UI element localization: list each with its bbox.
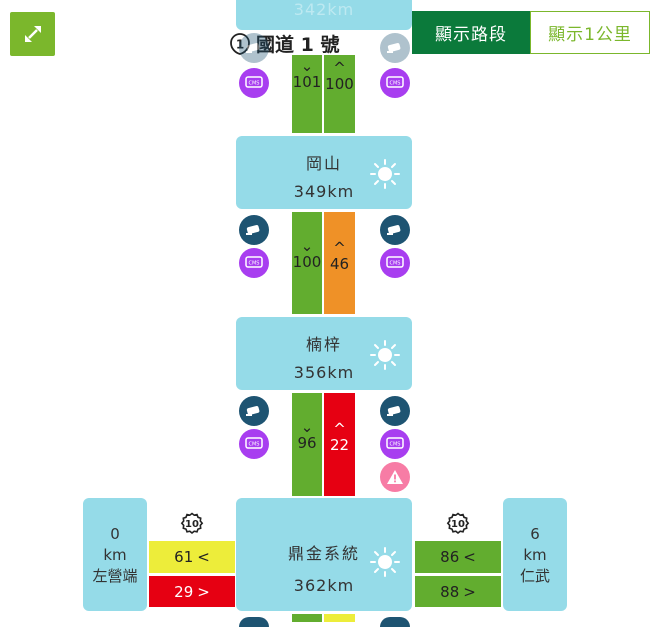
station-okayama[interactable]: 岡山 349km [236,136,412,209]
cms-sign-icon[interactable]: CMS [380,429,410,459]
camera-icon[interactable] [239,396,269,426]
route-10-shield-icon: 10 [180,512,204,540]
chevron-down-icon: ⌄ [300,418,314,436]
side-station-name: 左營端 [92,567,138,585]
speed-value: 86 [440,548,460,566]
cms-label: CMS [249,261,260,267]
arrow-left-icon: < [463,548,476,566]
speed-value: 88 [440,582,460,601]
station-nanzi[interactable]: 楠梓 356km [236,317,412,390]
expand-button[interactable] [10,12,55,56]
ramp-left-lower[interactable]: 29 > [149,576,235,607]
expand-icon [24,26,41,42]
station-km: 342km [293,0,355,19]
lane-southbound[interactable]: ⌄ 96 [292,393,322,496]
side-km-unit: km [523,546,547,564]
camera-icon[interactable] [380,215,410,245]
chevron-up-icon: ^ [333,239,346,257]
lane-northbound[interactable]: ^ 22 [324,393,355,496]
cms-label: CMS [249,81,260,87]
side-station-right[interactable]: 6 km 仁武 [503,498,567,611]
camera-icon[interactable] [380,396,410,426]
chevron-down-icon: ⌄ [300,57,314,75]
cms-label: CMS [390,442,401,448]
camera-icon[interactable] [380,33,410,63]
station-top[interactable]: 342km [236,0,412,30]
ramp-right-lower[interactable]: 88 > [415,576,501,607]
ramp-left-upper[interactable]: 61 < [149,541,235,573]
cms-sign-icon[interactable]: CMS [239,68,269,98]
speed-value: 46 [329,255,350,273]
speed-value: 96 [297,434,317,452]
camera-icon[interactable] [239,215,269,245]
route-10-shield-icon: 10 [446,512,470,540]
warning-icon[interactable] [380,462,410,492]
side-station-left[interactable]: 0 km 左營端 [83,498,147,611]
station-dingjin-junction[interactable]: 鼎金系統 362km [236,498,412,611]
side-km-value: 6 [530,525,540,543]
cms-sign-icon[interactable]: CMS [239,429,269,459]
chevron-up-icon: ^ [333,59,346,77]
chevron-down-icon: ⌄ [300,237,314,255]
station-km: 362km [293,576,355,595]
show-1km-button[interactable]: 顯示1公里 [530,11,650,54]
sun-icon [370,159,400,189]
lane-northbound[interactable]: ^ 100 [324,55,355,133]
camera-icon[interactable] [239,33,269,63]
speed-value: 100 [292,253,322,271]
speed-value: 100 [325,75,354,93]
cms-label: CMS [390,81,401,87]
lane-northbound[interactable]: ^ 46 [324,212,355,314]
cms-sign-icon[interactable]: CMS [239,248,269,278]
station-name: 鼎金系統 [287,544,360,563]
speed-value: 101 [292,73,322,91]
route-name: 國道 1 號 [256,34,340,56]
ramp-right-upper[interactable]: 86 < [415,541,501,573]
speed-value: 29 [174,582,194,601]
route-shield-icon: 1 [230,32,250,55]
cms-sign-icon[interactable]: CMS [380,248,410,278]
station-km: 356km [293,363,355,382]
speed-value: 61 [174,548,194,566]
cms-label: CMS [249,442,260,448]
station-km: 349km [293,182,355,201]
arrow-right-icon: > [463,582,476,601]
camera-icon[interactable] [239,617,269,627]
side-km-value: 0 [110,525,120,543]
cms-label: CMS [390,261,401,267]
route-10-number: 10 [451,519,465,530]
station-name: 楠梓 [305,335,342,354]
svg-text:1: 1 [236,37,244,51]
station-name: 岡山 [305,154,342,173]
lane-southbound-next[interactable] [292,614,322,622]
route-header: 1 國道 1 號 [228,30,344,57]
lane-southbound[interactable]: ⌄ 100 [292,212,322,314]
sun-icon [370,547,400,577]
side-km-unit: km [103,546,127,564]
camera-icon[interactable] [380,617,410,627]
show-segments-button[interactable]: 顯示路段 [412,11,530,54]
route-10-number: 10 [185,519,199,530]
side-station-name: 仁武 [519,567,550,585]
cms-sign-icon[interactable]: CMS [380,68,410,98]
chevron-up-icon: ^ [333,420,346,438]
lane-northbound-next[interactable] [324,614,355,622]
arrow-right-icon: > [197,582,210,601]
sun-icon [370,340,400,370]
arrow-left-icon: < [197,548,210,566]
speed-value: 22 [329,436,350,454]
lane-southbound[interactable]: ⌄ 101 [292,55,322,133]
